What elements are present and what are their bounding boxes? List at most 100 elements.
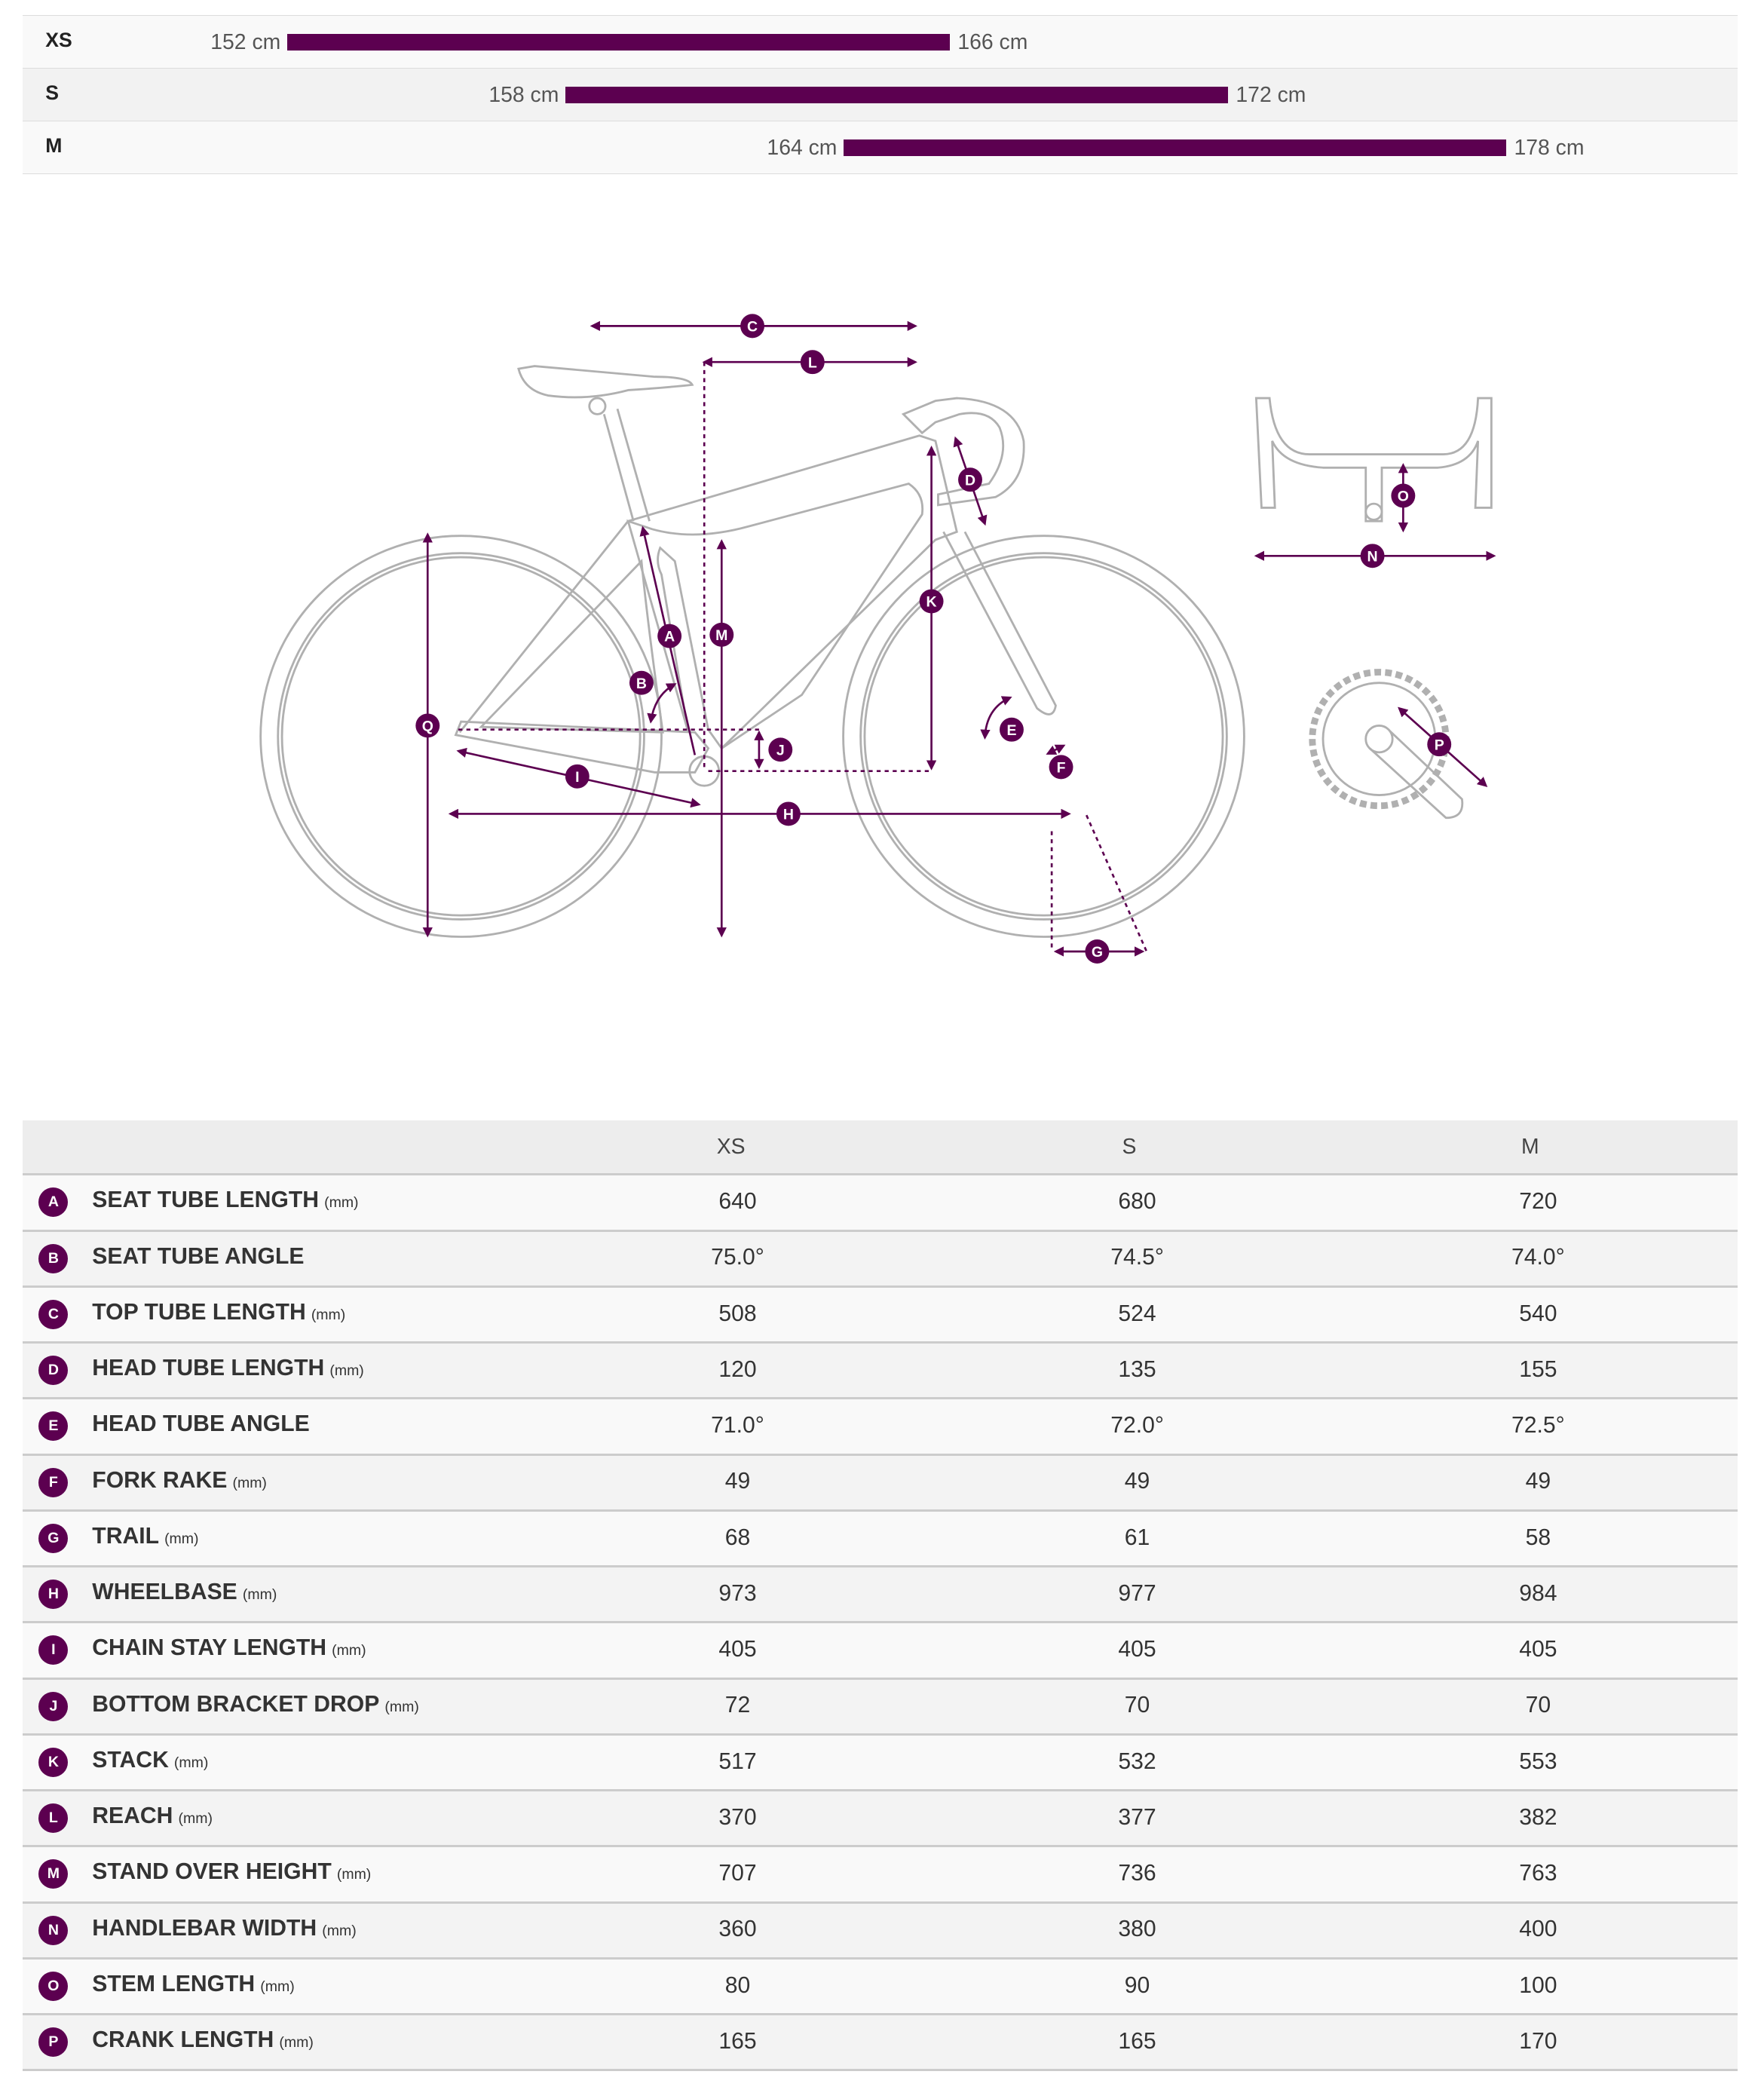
letter-badge: A — [38, 1187, 69, 1218]
table-row: C TOP TUBE LENGTH(mm) 508 524 540 — [23, 1287, 1738, 1344]
measurement-name: SEAT TUBE LENGTH — [92, 1187, 319, 1213]
height-range-bar — [844, 139, 1506, 156]
measurement-name: WHEELBASE — [92, 1580, 237, 1605]
value-xs: 120 — [718, 1356, 757, 1382]
letter-badge: P — [38, 2027, 69, 2058]
dimension-lines — [422, 320, 1496, 957]
table-row: J BOTTOM BRACKET DROP(mm) 72 70 70 — [23, 1679, 1738, 1736]
value-m: 553 — [1519, 1748, 1557, 1774]
min-height-label: 158 cm — [488, 83, 559, 108]
value-s: 736 — [1118, 1861, 1156, 1886]
diagram-label-p: P — [1427, 732, 1452, 757]
svg-text:F: F — [1057, 760, 1066, 777]
measurement-label: REACH (mm) — [92, 1803, 213, 1829]
fit-row: M 164 cm 178 cm — [23, 120, 1738, 173]
measurement-unit: (mm) — [336, 1866, 372, 1883]
measurement-name: CHAIN STAY LENGTH — [92, 1635, 327, 1661]
measurement-label: SEAT TUBE LENGTH(mm) — [92, 1187, 358, 1213]
measurement-label: HANDLEBAR WIDTH(mm) — [92, 1916, 356, 1941]
table-row: H WHEELBASE(mm) 973 977 984 — [23, 1567, 1738, 1624]
value-s: 377 — [1118, 1804, 1156, 1830]
measurement-label: CRANK LENGTH(mm) — [92, 2027, 314, 2053]
value-xs: 360 — [718, 1917, 757, 1942]
value-s: 61 — [1124, 1524, 1150, 1550]
measurement-unit: (mm) — [178, 1810, 213, 1828]
measurement-unit: (mm) — [332, 1642, 366, 1659]
table-row: A SEAT TUBE LENGTH(mm) 640 680 720 — [23, 1175, 1738, 1232]
value-xs: 405 — [718, 1637, 757, 1662]
min-height-label: 164 cm — [767, 136, 838, 161]
diagram-label-f: F — [1049, 755, 1073, 780]
min-height-label: 152 cm — [210, 30, 281, 54]
svg-text:O: O — [1398, 489, 1409, 505]
value-m: 984 — [1519, 1580, 1557, 1606]
measurement-name: REACH — [92, 1803, 173, 1829]
value-m: 400 — [1519, 1917, 1557, 1942]
svg-text:N: N — [1367, 549, 1378, 565]
value-xs: 707 — [718, 1861, 757, 1886]
max-height-label: 166 cm — [957, 30, 1028, 54]
table-row: K STACK(mm) 517 532 553 — [23, 1735, 1738, 1792]
table-row: M STAND OVER HEIGHT(mm) 707 736 763 — [23, 1847, 1738, 1904]
measurement-name: HEAD TUBE ANGLE — [92, 1411, 310, 1437]
height-range-bar — [287, 34, 950, 51]
value-s: 72.0° — [1110, 1413, 1164, 1439]
geometry-table: XS S M A SEAT TUBE LENGTH(mm) 640 680 72… — [23, 1120, 1738, 2072]
svg-text:P: P — [1435, 737, 1444, 753]
value-m: 720 — [1519, 1189, 1557, 1215]
max-height-label: 178 cm — [1514, 136, 1585, 161]
measurement-name: SEAT TUBE ANGLE — [92, 1243, 305, 1269]
value-m: 72.5° — [1511, 1413, 1565, 1439]
size-label: S — [45, 81, 59, 105]
bike-frame-outline — [259, 365, 1493, 939]
measurement-unit: (mm) — [173, 1754, 209, 1771]
measurement-name: STAND OVER HEIGHT — [92, 1859, 332, 1885]
height-range-bar — [565, 87, 1228, 103]
table-row: E HEAD TUBE ANGLE 71.0° 72.0° 72.5° — [23, 1399, 1738, 1456]
letter-badge: O — [38, 1971, 69, 2001]
table-row: B SEAT TUBE ANGLE 75.0° 74.5° 74.0° — [23, 1231, 1738, 1288]
table-header: XS S M — [23, 1120, 1738, 1176]
value-s: 90 — [1124, 1972, 1150, 1998]
letter-badge: H — [38, 1580, 69, 1610]
table-row: I CHAIN STAY LENGTH(mm) 405 405 405 — [23, 1623, 1738, 1680]
fit-row: S 158 cm 172 cm — [23, 67, 1738, 121]
letter-badge: J — [38, 1691, 69, 1721]
table-row: F FORK RAKE(mm) 49 49 49 — [23, 1455, 1738, 1512]
measurement-label: CHAIN STAY LENGTH (mm) — [92, 1635, 366, 1661]
measurement-unit: (mm) — [384, 1698, 419, 1715]
diagram-label-m: M — [709, 623, 734, 647]
value-m: 155 — [1519, 1356, 1557, 1382]
diagram-label-g: G — [1085, 939, 1110, 964]
letter-badge: F — [38, 1467, 69, 1497]
diagram-label-i: I — [565, 764, 590, 789]
value-xs: 49 — [724, 1469, 751, 1494]
svg-text:K: K — [926, 594, 937, 611]
value-s: 49 — [1124, 1469, 1150, 1494]
value-s: 380 — [1118, 1917, 1156, 1942]
measurement-name: TOP TUBE LENGTH — [92, 1299, 306, 1325]
table-row: P CRANK LENGTH(mm) 165 165 170 — [23, 2015, 1738, 2072]
measurement-unit: (mm) — [164, 1530, 199, 1547]
value-s: 405 — [1118, 1637, 1156, 1662]
measurement-unit: (mm) — [260, 1978, 295, 1995]
measurement-name: STACK — [92, 1747, 169, 1773]
table-row: G TRAIL(mm) 68 61 58 — [23, 1511, 1738, 1568]
measurement-unit: (mm) — [242, 1586, 277, 1604]
letter-badge: C — [38, 1299, 69, 1329]
value-m: 70 — [1525, 1693, 1551, 1718]
measurement-label: FORK RAKE(mm) — [92, 1468, 267, 1494]
table-row: D HEAD TUBE LENGTH(mm) 120 135 155 — [23, 1344, 1738, 1400]
column-header-s: S — [1122, 1135, 1137, 1160]
svg-text:L: L — [808, 354, 817, 371]
measurement-unit: (mm) — [232, 1474, 267, 1491]
letter-badge: N — [38, 1915, 69, 1945]
table-row: N HANDLEBAR WIDTH(mm) 360 380 400 — [23, 1903, 1738, 1960]
svg-text:M: M — [715, 627, 727, 644]
value-xs: 165 — [718, 2028, 757, 2054]
value-s: 165 — [1118, 2028, 1156, 2054]
value-s: 70 — [1124, 1693, 1150, 1718]
measurement-name: CRANK LENGTH — [92, 2027, 274, 2053]
svg-text:H: H — [783, 807, 794, 823]
measurement-name: BOTTOM BRACKET DROP — [92, 1691, 380, 1717]
